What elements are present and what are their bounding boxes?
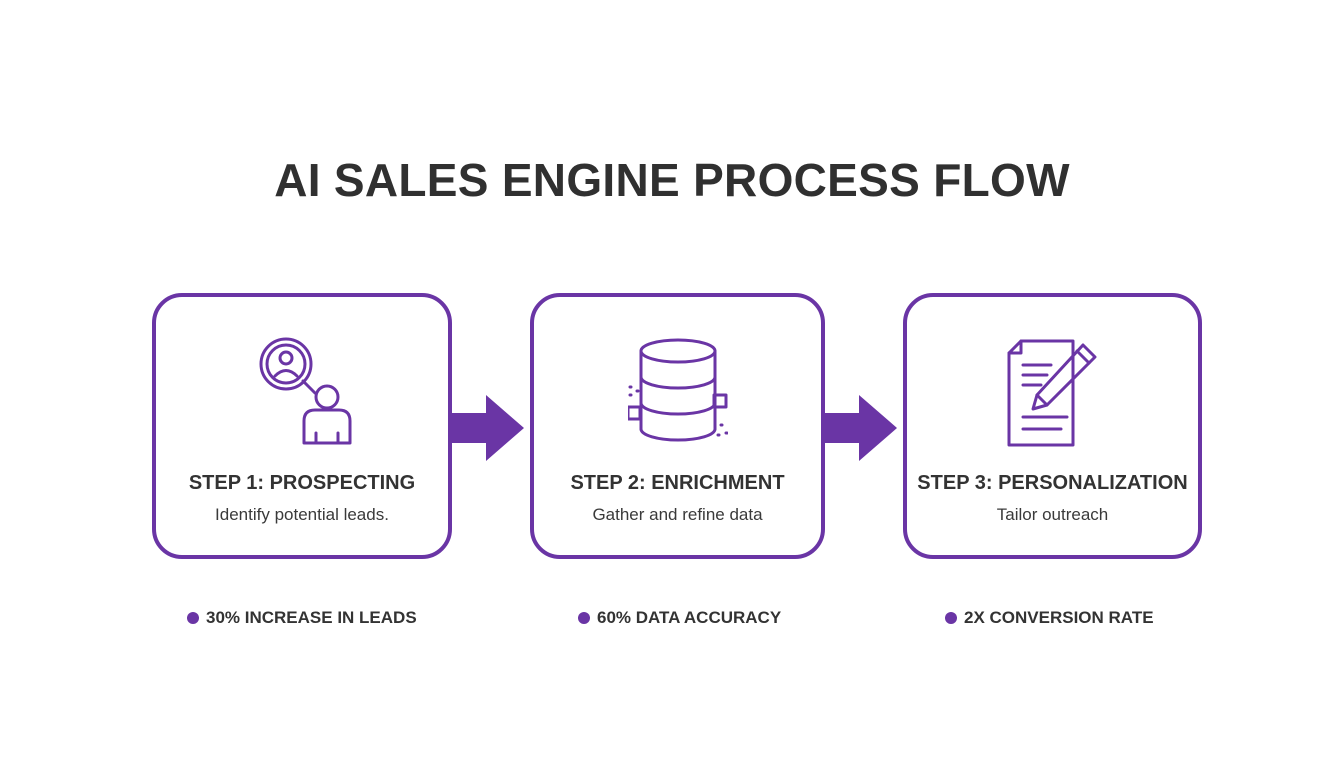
step-title: STEP 1: PROSPECTING — [188, 472, 416, 494]
metric-label: 30% INCREASE IN LEADS — [206, 608, 417, 627]
database-icon — [627, 337, 728, 447]
metric-prospecting: 30% INCREASE IN LEADS — [187, 607, 417, 629]
metric-personalization: 2X CONVERSION RATE — [945, 607, 1154, 629]
step-card-prospecting: STEP 1: PROSPECTING Identify potential l… — [152, 293, 452, 559]
flow-arrow-icon — [448, 395, 524, 461]
step-description: Identify potential leads. — [215, 505, 389, 524]
document-pencil-icon — [1003, 337, 1103, 447]
step-title: STEP 3: PERSONALIZATION — [917, 472, 1188, 494]
step-description: Gather and refine data — [592, 505, 763, 524]
flow-arrow-icon — [821, 395, 897, 461]
metric-label: 2X CONVERSION RATE — [964, 608, 1154, 627]
metric-label: 60% DATA ACCURACY — [597, 608, 782, 627]
page-title: AI SALES ENGINE PROCESS FLOW — [274, 154, 1070, 206]
step-description: Tailor outreach — [996, 505, 1109, 524]
step-title: STEP 2: ENRICHMENT — [570, 472, 785, 494]
step-card-enrichment: STEP 2: ENRICHMENT Gather and refine dat… — [530, 293, 825, 559]
bullet-dot-icon — [187, 612, 199, 624]
metric-enrichment: 60% DATA ACCURACY — [578, 607, 781, 629]
bullet-dot-icon — [578, 612, 590, 624]
bullet-dot-icon — [945, 612, 957, 624]
step-card-personalization: STEP 3: PERSONALIZATION Tailor outreach — [903, 293, 1202, 559]
magnifier-person-icon — [252, 337, 352, 447]
